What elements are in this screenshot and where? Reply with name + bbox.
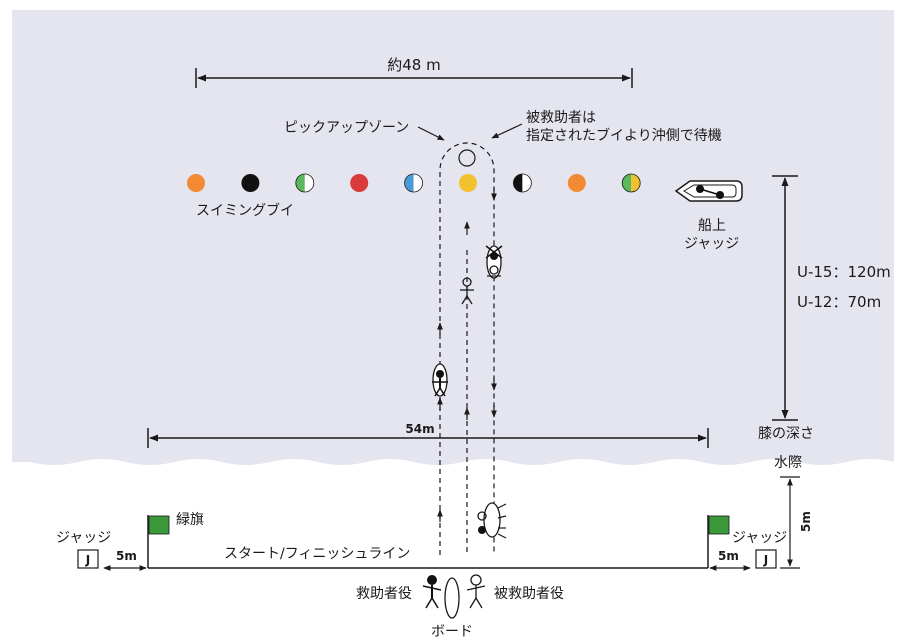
five-m-right-label: 5m bbox=[718, 549, 739, 563]
knee-depth-label: 膝の深さ bbox=[758, 426, 814, 442]
u15-distance-label: U-15：120m bbox=[797, 263, 891, 281]
boat-judge-line1: 船上 bbox=[698, 218, 726, 234]
board-label: ボード bbox=[431, 624, 473, 640]
water-area bbox=[12, 10, 894, 465]
victim-note-pointer bbox=[491, 123, 523, 139]
rescuer-role-label: 救助者役 bbox=[356, 586, 412, 602]
victim-role-label: 被救助者役 bbox=[494, 586, 564, 602]
buoy bbox=[295, 173, 315, 193]
green-flag-left bbox=[147, 515, 170, 568]
waterline-label: 水際 bbox=[774, 455, 802, 471]
pickup-zone-label: ピックアップゾーン bbox=[284, 120, 409, 136]
distance-48m-dimension: 約48 m bbox=[195, 56, 633, 88]
judge-right-label: ジャッジ bbox=[732, 530, 787, 546]
buoy bbox=[187, 174, 205, 192]
five-m-vertical-dimension bbox=[780, 476, 800, 569]
rescuer-figure-icon bbox=[422, 575, 442, 609]
distance-48m-label: 約48 m bbox=[387, 56, 440, 74]
paddler-outbound-icon bbox=[432, 363, 448, 397]
rescue-landing-icon bbox=[477, 502, 507, 539]
judge-right-box: J bbox=[755, 549, 777, 569]
judge-right-box-letter: J bbox=[763, 553, 768, 567]
course-length-dimension bbox=[772, 175, 798, 421]
buoy-row bbox=[187, 173, 641, 193]
green-flag-right bbox=[707, 515, 730, 568]
victim-position-marker bbox=[458, 149, 476, 167]
board-icon bbox=[444, 577, 460, 619]
boat-icon bbox=[674, 180, 743, 202]
rescue-return-icon bbox=[485, 245, 503, 279]
buoy bbox=[350, 174, 369, 192]
buoy bbox=[241, 174, 260, 192]
pickup-zone-loop bbox=[439, 142, 495, 555]
u12-distance-label: U-12：70m bbox=[797, 293, 881, 311]
course-direction-arrows bbox=[437, 188, 497, 555]
buoy bbox=[459, 174, 477, 192]
victim-note-line1: 被救助者は bbox=[526, 110, 596, 126]
pickup-zone-pointer bbox=[417, 126, 445, 141]
five-m-vertical-label: 5m bbox=[799, 511, 813, 532]
width-54m-label: 54m bbox=[405, 422, 434, 436]
victim-figure-icon bbox=[466, 574, 486, 609]
judge-left-box-letter: J bbox=[85, 553, 90, 567]
width-54m-dimension bbox=[147, 428, 709, 448]
start-finish-label: スタート/フィニッシュライン bbox=[224, 546, 410, 562]
buoy bbox=[404, 173, 424, 193]
judge-left-box: J bbox=[77, 549, 99, 569]
buoy bbox=[567, 174, 586, 192]
buoy bbox=[621, 173, 641, 193]
victim-note-line2: 指定されたブイより沖側で待機 bbox=[526, 127, 722, 144]
boat-judge-line2: ジャッジ bbox=[684, 236, 739, 252]
buoy bbox=[513, 173, 532, 193]
victim-swimming-icon bbox=[460, 277, 474, 305]
green-flag-label: 緑旗 bbox=[176, 512, 204, 528]
swimming-buoy-label: スイミングブイ bbox=[196, 202, 294, 219]
five-m-left-label: 5m bbox=[116, 549, 137, 563]
judge-left-label: ジャッジ bbox=[56, 530, 111, 546]
